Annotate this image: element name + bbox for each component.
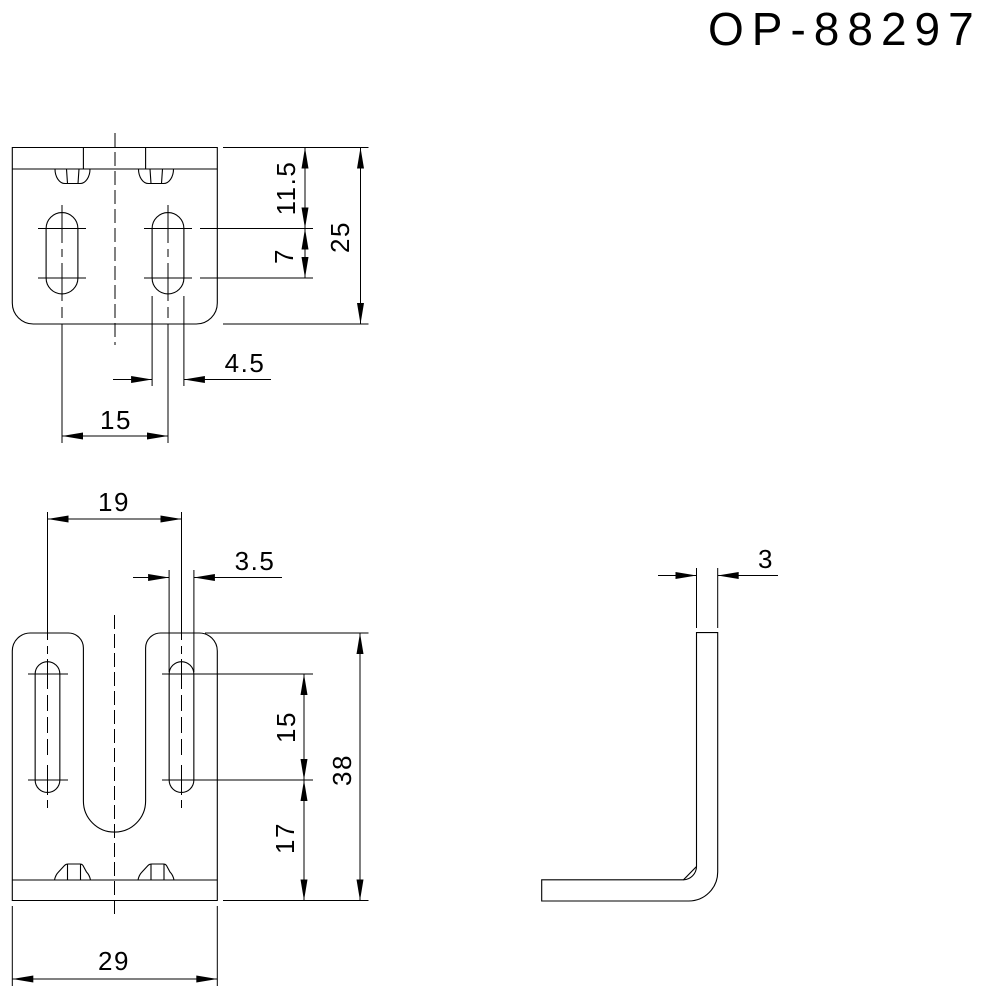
dim-text-slot-pitch-front: 19 (98, 487, 130, 517)
side-view (541, 632, 719, 902)
side-view-extension-lines (696, 568, 719, 628)
dim-arrowhead (131, 376, 153, 383)
dim-text-slot-width-top: 4.5 (225, 348, 266, 378)
dim-arrowhead (357, 147, 364, 169)
dim-arrowhead (301, 207, 309, 229)
front-view-dimensions: 19 3.5 15 17 38 29 (11, 487, 369, 986)
dim-text-depth: 25 (325, 221, 355, 253)
dim-arrowhead (300, 674, 308, 695)
side-view-outline (541, 632, 719, 902)
dim-arrowhead (62, 432, 83, 440)
dim-text-bottom-offset: 17 (270, 822, 300, 854)
dim-arrowhead (300, 759, 308, 780)
dim-arrowhead (148, 574, 170, 581)
dim-arrowhead (193, 574, 215, 581)
front-view-tab-left (53, 863, 92, 881)
top-view-dimensions: 11.5 7 25 4.5 15 (61, 147, 369, 443)
top-view-outline (11, 146, 218, 325)
dim-text-width: 29 (98, 946, 130, 976)
dim-arrowhead (675, 572, 697, 579)
dim-arrowhead (196, 975, 218, 983)
top-view (11, 133, 218, 345)
dim-arrowhead (300, 780, 308, 801)
dim-text-slot-pitch-top: 15 (100, 405, 132, 435)
dim-arrowhead (301, 228, 309, 250)
dim-arrowhead (357, 303, 364, 324)
dim-arrowhead (12, 975, 34, 983)
part-number: OP-88297 (708, 3, 982, 55)
top-view-tab-left (54, 168, 91, 185)
front-view (11, 615, 218, 915)
dim-text-slot-width-front: 3.5 (235, 546, 276, 576)
top-view-tab-right (137, 168, 175, 185)
top-view-extension-lines (61, 147, 369, 443)
dim-arrowhead (301, 257, 309, 278)
dim-text-slot-top-offset: 11.5 (271, 161, 301, 216)
dim-arrowhead (47, 515, 69, 523)
dim-text-slot-arc-spacing: 7 (269, 248, 299, 264)
side-view-dimensions: 3 (658, 544, 778, 628)
front-view-extension-lines (11, 512, 369, 986)
front-view-outline (11, 632, 218, 902)
front-view-tab-right (137, 863, 175, 881)
dim-text-slot-length: 15 (271, 711, 301, 743)
dim-arrowhead (300, 879, 308, 901)
dim-text-thickness: 3 (758, 544, 774, 574)
top-view-ucut-edges (82, 147, 147, 169)
dim-arrowhead (356, 633, 364, 654)
dim-arrowhead (717, 572, 739, 579)
dim-text-height: 38 (327, 754, 357, 786)
dim-arrowhead (160, 515, 182, 523)
dim-arrowhead (301, 147, 309, 169)
dim-arrowhead (356, 879, 364, 901)
dim-arrowhead (147, 432, 168, 440)
dim-arrowhead (183, 376, 205, 383)
side-view-bend-arc (683, 866, 698, 881)
